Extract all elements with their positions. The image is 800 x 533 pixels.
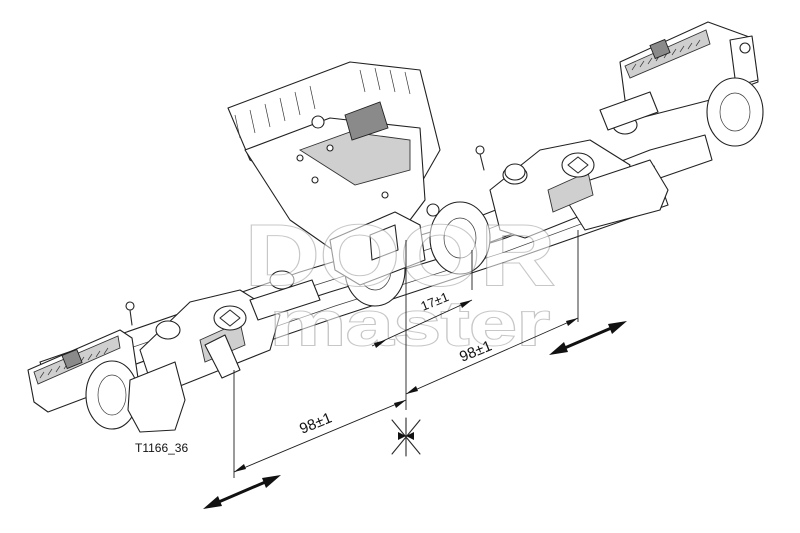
watermark-line1: DOOR: [245, 208, 555, 304]
watermark-line2: master: [270, 290, 550, 359]
dimension-left-label: 98±1: [297, 409, 334, 437]
left-end-cap: [27, 301, 139, 413]
direction-arrow-left-icon: [203, 475, 281, 509]
right-carrier: [489, 91, 669, 239]
left-carrier: [127, 270, 321, 433]
direction-arrow-right-icon: [549, 321, 627, 355]
center-axis-icon: [391, 417, 421, 457]
drawing-code-label: T1166_36: [135, 441, 188, 455]
watermark: DOOR master: [244, 207, 556, 360]
center-bracket: [227, 61, 526, 286]
dimensions: [233, 230, 579, 478]
